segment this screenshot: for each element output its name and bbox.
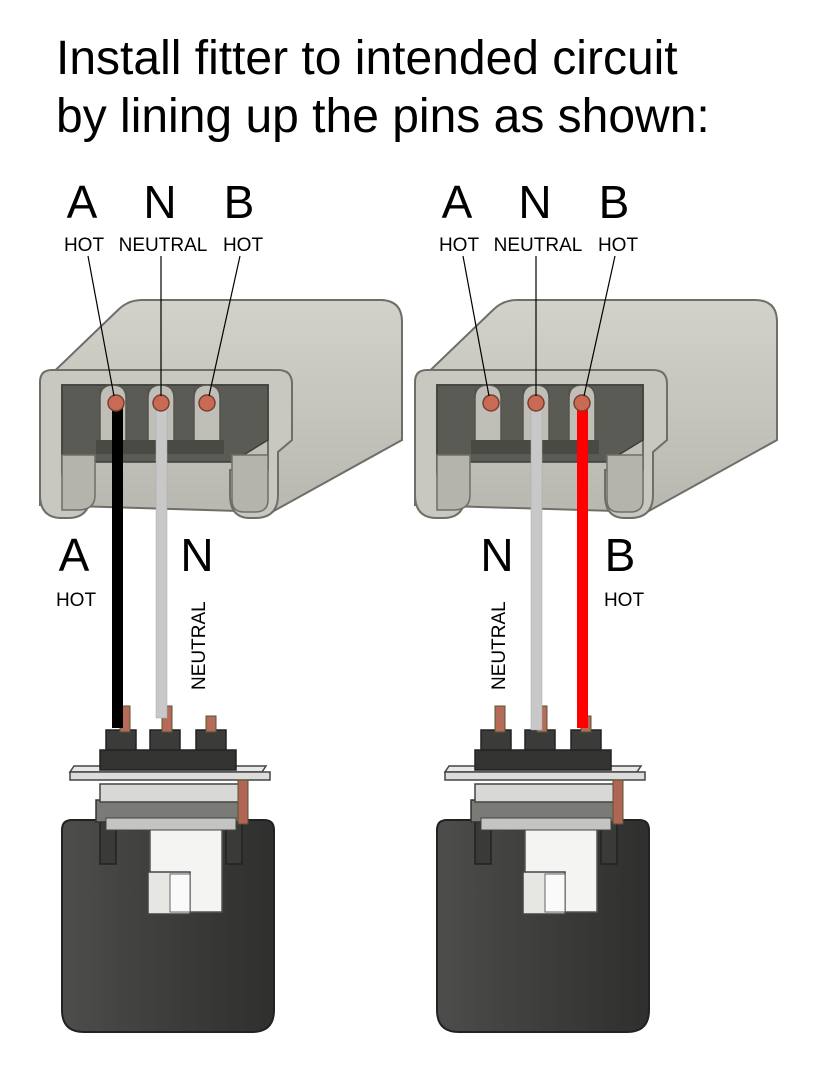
- wire-neutral-right: [530, 407, 543, 731]
- pin-b-right: [573, 394, 591, 412]
- label-letter: N: [518, 176, 551, 228]
- label-letter: B: [599, 176, 630, 228]
- wire-label-letter: B: [605, 529, 636, 581]
- label-letter: A: [442, 176, 473, 228]
- label-letter: N: [143, 176, 176, 228]
- label-letter: A: [67, 176, 98, 228]
- label-desc: HOT: [64, 235, 105, 256]
- pin-n-left: [152, 394, 170, 412]
- wire-label-letter: N: [480, 529, 513, 581]
- wire-hot-b-right: [577, 408, 588, 728]
- wire-label-desc: HOT: [604, 590, 645, 611]
- title-line-2: by lining up the pins as shown:: [56, 90, 710, 143]
- pin-b-left: [198, 394, 216, 412]
- label-desc: HOT: [223, 235, 264, 256]
- wire-label-desc: NEUTRAL: [189, 601, 210, 690]
- leader-line: [87, 255, 115, 397]
- label-desc: HOT: [598, 235, 639, 256]
- label-desc: HOT: [439, 235, 480, 256]
- right-diagram: A N B HOT NEUTRAL HOT N NEUTRAL B HOT: [414, 176, 778, 1033]
- pin-n-right: [527, 394, 545, 412]
- track-profile-right: [414, 299, 778, 519]
- leader-line: [462, 255, 490, 397]
- wire-label-desc: HOT: [56, 590, 97, 611]
- label-desc: NEUTRAL: [119, 235, 208, 256]
- title-line-1: Install fitter to intended circuit: [56, 32, 678, 85]
- pin-a-left: [107, 394, 125, 412]
- fitter-left: [61, 705, 275, 1033]
- leader-line: [583, 255, 616, 397]
- pin-a-right: [482, 394, 500, 412]
- left-diagram: A N B HOT NEUTRAL HOT A HOT N NEUTRAL: [39, 176, 403, 1033]
- label-letter: B: [224, 176, 255, 228]
- track-profile-left: [39, 299, 403, 519]
- wire-label-letter: N: [180, 529, 213, 581]
- page-title: Install fitter to intended circuit by li…: [56, 30, 710, 146]
- leader-line: [208, 255, 241, 397]
- wire-label-letter: A: [59, 529, 90, 581]
- wire-neutral-left: [155, 407, 168, 719]
- wire-hot-a-left: [112, 408, 123, 728]
- wire-label-desc: NEUTRAL: [489, 601, 510, 690]
- fitter-right: [436, 705, 650, 1033]
- label-desc: NEUTRAL: [494, 235, 583, 256]
